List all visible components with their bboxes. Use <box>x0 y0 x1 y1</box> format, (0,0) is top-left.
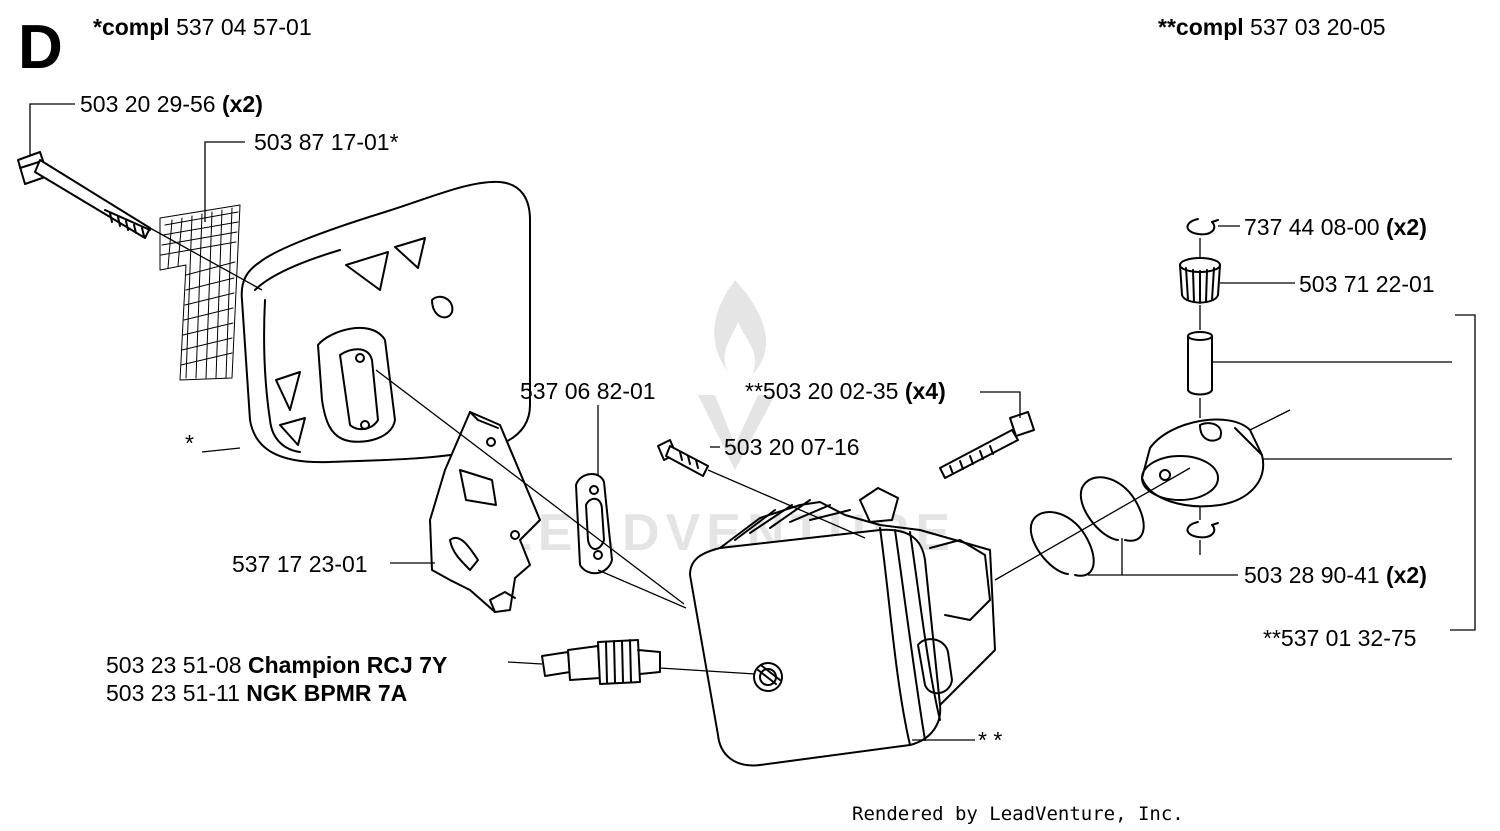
header-left: *compl 537 04 57-01 <box>93 14 312 40</box>
heat-shield-number: 537 17 23-01 <box>232 551 368 577</box>
cylinder-bolt-qty: (x4) <box>904 378 946 404</box>
rings-number: 503 28 90-41 <box>1244 562 1380 588</box>
bearing-number: 503 71 22-01 <box>1299 271 1435 297</box>
gasket-plate-number: 537 06 82-01 <box>520 378 656 404</box>
section-letter: D <box>18 13 63 82</box>
spark-plug-icon <box>541 639 661 685</box>
callout-heat-shield: 537 17 23-01 <box>232 551 368 577</box>
circlip-qty: (x2) <box>1385 214 1427 240</box>
piston-icon <box>1141 418 1265 508</box>
cylinder-bolt-icon <box>939 411 1035 479</box>
muffler-number: * <box>185 430 194 456</box>
render-credit: Rendered by LeadVenture, Inc. <box>852 803 1184 825</box>
spark-plug-1-brand: Champion RCJ 7Y <box>247 652 448 678</box>
spark-plug-2-brand: NGK BPMR 7A <box>246 680 408 706</box>
spark-arrestor-screen-icon <box>159 204 241 381</box>
header-right-prefix: **compl <box>1158 14 1244 40</box>
needle-bearing-icon <box>1179 257 1221 304</box>
long-bolt-number: 503 20 29-56 <box>80 91 216 117</box>
short-bolt-number: 503 20 07-16 <box>724 434 860 460</box>
long-bolt-icon <box>17 151 151 239</box>
callout-rings: 503 28 90-41 (x2) <box>1244 562 1427 588</box>
rings-qty: (x2) <box>1385 562 1427 588</box>
callout-screen: 503 87 17-01* <box>254 129 399 155</box>
callout-spark-plug-2: 503 23 51-11 NGK BPMR 7A <box>106 680 407 706</box>
long-bolt-qty: (x2) <box>221 91 263 117</box>
piston-pin-icon <box>1187 331 1213 396</box>
header-left-prefix: *compl <box>93 14 170 40</box>
cylinder-number: * * <box>978 727 1003 753</box>
header-right-number: 537 03 20-05 <box>1250 14 1386 40</box>
heat-shield-icon <box>429 411 541 613</box>
callout-gasket-plate: 537 06 82-01 <box>520 378 656 404</box>
exhaust-gasket-icon <box>575 473 613 575</box>
callout-spark-plug-1: 503 23 51-08 Champion RCJ 7Y <box>106 652 447 678</box>
muffler-icon <box>240 180 531 464</box>
spark-plug-1-number: 503 23 51-08 <box>106 652 242 678</box>
circlip-bottom-icon <box>1186 521 1219 539</box>
cylinder-icon <box>689 487 996 767</box>
circlip-number: 737 44 08-00 <box>1244 214 1380 240</box>
circlip-top-icon <box>1186 218 1219 236</box>
callout-short-bolt: 503 20 07-16 <box>724 434 860 460</box>
spark-plug-2-number: 503 23 51-11 <box>106 680 240 706</box>
short-bolt-icon <box>657 439 709 477</box>
screen-number: 503 87 17-01* <box>254 129 399 155</box>
leader-lines <box>29 103 1476 741</box>
callout-piston-kit: **537 01 32-75 <box>1263 625 1416 651</box>
callout-circlip: 737 44 08-00 (x2) <box>1244 214 1427 240</box>
header-right: **compl 537 03 20-05 <box>1158 14 1386 40</box>
piston-kit-number: **537 01 32-75 <box>1263 625 1417 651</box>
callout-muffler: * <box>185 430 194 456</box>
callout-long-bolt: 503 20 29-56 (x2) <box>80 91 263 117</box>
callout-cylinder: * * <box>978 727 1002 753</box>
callout-bearing: 503 71 22-01 <box>1299 271 1435 297</box>
callout-cylinder-bolt: **503 20 02-35 (x4) <box>745 378 946 404</box>
cylinder-bolt-number: **503 20 02-35 <box>745 378 899 404</box>
header-left-number: 537 04 57-01 <box>176 14 312 40</box>
